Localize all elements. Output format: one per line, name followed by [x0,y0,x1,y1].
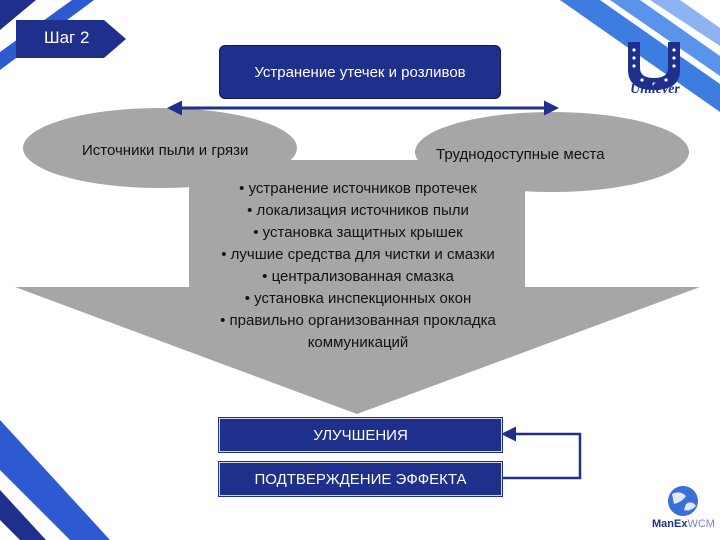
measure-item: • установка защитных крышек [253,224,463,241]
measure-item: • централизованная смазка [262,268,454,285]
measure-item: • локализация источников пыли [247,202,469,219]
decor-bottom-left-stripes [0,420,110,540]
step-badge-shape [16,20,126,58]
brand-name: Unilever [630,82,680,97]
manex-label-part2: WCM [687,518,715,530]
step-label: Шаг 2 [44,28,90,47]
right-ellipse [415,112,689,192]
measures-list: • устранение источников протечек • локал… [208,178,508,354]
manex-wcm-label: ManExWCM [652,518,715,530]
measure-item: • правильно организованная прокладка ком… [220,312,496,351]
unilever-logo-icon [628,42,680,90]
leaks-spills-box: Устранение утечек и розливов [219,45,501,99]
funnel-arrow [15,160,700,414]
feedback-loop-arrow [501,426,582,480]
manex-label-part1: ManEx [652,518,688,530]
measure-item: • устранение источников протечек [239,180,477,197]
effect-confirmation-box: ПОДТВЕРЖДЕНИЕ ЭФФЕКТА [219,462,502,496]
left-ellipse [23,108,297,188]
center-gap [305,107,413,155]
measure-item: • лучшие средства для чистки и смазки [221,246,495,263]
improvements-box: УЛУЧШЕНИЯ [219,418,502,452]
manex-globe-icon [668,486,698,516]
dust-sources-label: Источники пыли и грязи [82,142,249,159]
hard-to-reach-label: Труднодоступные места [436,146,605,163]
measure-item: • установка инспекционных окон [244,290,472,307]
